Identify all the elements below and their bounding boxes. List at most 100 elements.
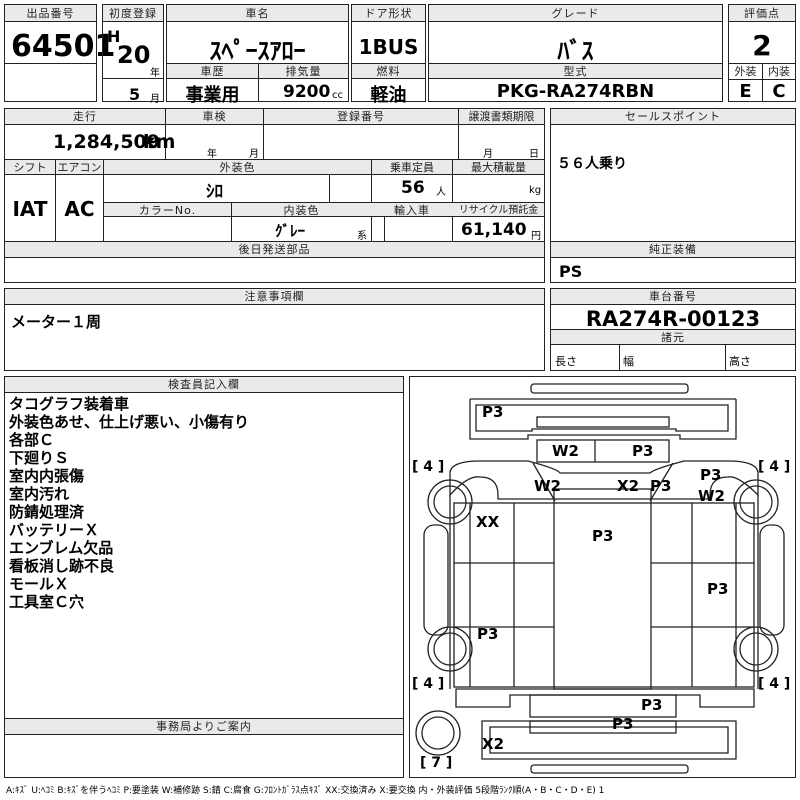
damage-mark: P3 <box>641 696 663 714</box>
sales-point-label: セールスポイント <box>625 110 721 123</box>
inspector-note-line: 各部Ｃ <box>9 431 55 449</box>
inspector-label: 検査員記入欄 <box>168 378 240 391</box>
lot-number-label: 出品番号 <box>26 7 75 20</box>
ext-color-label: 外装色 <box>219 161 256 174</box>
inspector-note-line: タコグラフ装着車 <box>9 395 130 413</box>
door-label: ドア形状 <box>364 7 413 20</box>
sales-point: ５６人乗り <box>557 156 627 172</box>
notes-cell: 注意事項欄 メーター１周 <box>4 288 545 371</box>
ac-type: AC <box>64 197 95 221</box>
damage-mark: P3 <box>707 580 729 598</box>
inspector-note-line: 外装色あせ、仕上げ悪い、小傷有り <box>9 413 250 431</box>
office-label: 事務局よりご案内 <box>156 720 252 733</box>
displacement-label: 排気量 <box>285 65 322 78</box>
spec-label: 諸元 <box>661 331 685 344</box>
inspector-note-line: 室内内張傷 <box>9 467 85 485</box>
capacity-unit: 人 <box>436 187 446 198</box>
inspection-label: 車検 <box>202 110 227 123</box>
max-load-label: 最大積載量 <box>471 161 526 174</box>
mileage-unit: km <box>143 131 176 153</box>
first-registration-label: 初度登録 <box>109 7 157 20</box>
inspector-note-line: エンブレム欠品 <box>9 539 114 557</box>
year-unit: 年 <box>150 68 160 79</box>
grade: ﾊﾞｽ <box>557 37 594 65</box>
first-registration-cell: 初度登録 H 20 年 5 月 <box>102 4 164 105</box>
inspector-note-line: バッテリーＸ <box>9 521 100 539</box>
era: H <box>107 27 121 46</box>
tire-front-right: [ 4 ] <box>758 459 791 475</box>
car-history: 事業用 <box>185 85 240 106</box>
damage-mark: X2 <box>617 477 640 495</box>
capacity-label: 乗車定員 <box>390 161 434 174</box>
transfer-day-unit: 日 <box>529 149 539 160</box>
damage-mark: P3 <box>700 466 722 484</box>
recycle-deposit: 61,140 <box>461 220 527 240</box>
interior-color: ｸﾞﾚｰ <box>275 222 306 240</box>
fuel: 軽油 <box>370 85 407 106</box>
interior-color-unit: 系 <box>357 231 367 242</box>
damage-mark: W2 <box>698 487 725 505</box>
lot-number-cell: 出品番号 64501 <box>4 4 115 102</box>
lot-number: 64501 <box>11 29 116 64</box>
inspection-month-unit: 月 <box>249 149 259 160</box>
door-type: 1BUS <box>358 35 419 59</box>
damage-mark: P3 <box>592 527 614 545</box>
registration-year: 20 <box>117 41 151 69</box>
shift-label: シフト <box>13 161 47 174</box>
genuine-equipment-cell: 純正装備 PS <box>550 241 796 283</box>
damage-mark: W2 <box>552 442 579 460</box>
inspection-year-unit: 年 <box>207 149 217 160</box>
notes-label: 注意事項欄 <box>244 290 305 303</box>
damage-mark: P3 <box>612 715 634 733</box>
damage-mark: P3 <box>650 477 672 495</box>
mileage: 1,284,509 <box>53 131 160 153</box>
car-name-label: 車名 <box>245 7 270 20</box>
interior-score: C <box>772 81 786 102</box>
car-name-cell: 車名 ｽﾍﾟｰｽｱﾛｰ 車歴 排気量 事業用 9200 cc <box>166 4 349 106</box>
damage-mark: X2 <box>482 735 505 753</box>
history-label: 車歴 <box>200 65 225 78</box>
tire-rear-left: [ 4 ] <box>412 676 445 692</box>
chassis-label: 車台番号 <box>649 290 697 303</box>
inspector-note-line: 看板消し跡不良 <box>9 557 115 575</box>
chassis-cell: 車台番号 RA274R-00123 諸元 長さ 幅 高さ <box>550 288 796 371</box>
car-name: ｽﾍﾟｰｽｱﾛｰ <box>209 37 306 65</box>
height-label: 高さ <box>729 355 751 368</box>
length-label: 長さ <box>555 355 577 368</box>
displacement: 9200 <box>283 82 331 102</box>
damage-mark: P3 <box>482 403 504 421</box>
door-cell: ドア形状 1BUS 燃料 軽油 <box>351 4 426 106</box>
damage-mark: P3 <box>632 442 654 460</box>
month-unit: 月 <box>150 94 160 105</box>
exterior-score: E <box>739 81 752 102</box>
tire-front-left: [ 4 ] <box>412 459 445 475</box>
ext-score-label: 外装 <box>734 65 757 78</box>
inspector-note-line: 防錆処理済 <box>9 503 85 521</box>
inspector-note-line: モールＸ <box>9 575 70 593</box>
int-score-label: 内装 <box>768 65 790 78</box>
damage-mark: P3 <box>477 625 499 643</box>
exterior-color: ｼﾛ <box>206 182 223 202</box>
recycle-label: リサイクル預託金 <box>458 205 539 216</box>
bus-outline <box>415 383 785 774</box>
inspector-note-line: 工具室Ｃ穴 <box>9 593 85 611</box>
grade-cell: グレード ﾊﾞｽ 型式 PKG-RA274RBN <box>428 4 723 102</box>
fuel-label: 燃料 <box>376 65 401 78</box>
recycle-unit: 円 <box>531 231 541 242</box>
tire-spare: [ 7 ] <box>420 755 453 771</box>
damage-mark: XX <box>476 513 500 531</box>
import-label: 輸入車 <box>394 204 430 217</box>
grade-label: グレード <box>551 7 600 20</box>
chassis-number: RA274R-00123 <box>585 307 761 331</box>
details-block: 走行 車検 登録番号 譲渡書類期限 1,284,509 km 年 月 月 日 シ… <box>4 108 545 283</box>
tire-rear-right: [ 4 ] <box>758 676 791 692</box>
overall-score: 2 <box>752 29 772 62</box>
notes-text: メーター１周 <box>11 313 102 331</box>
legend: A:ｷｽﾞ U:ﾍｺﾐ B:ｷｽﾞを伴うﾍｺﾐ P:要塗装 W:補修跡 S:錆 … <box>6 786 605 796</box>
sales-point-cell: セールスポイント ５６人乗り <box>550 108 796 242</box>
office-cell: 事務局よりご案内 <box>4 718 404 778</box>
registration-number-label: 登録番号 <box>337 110 385 123</box>
max-load-unit: kg <box>529 185 542 196</box>
